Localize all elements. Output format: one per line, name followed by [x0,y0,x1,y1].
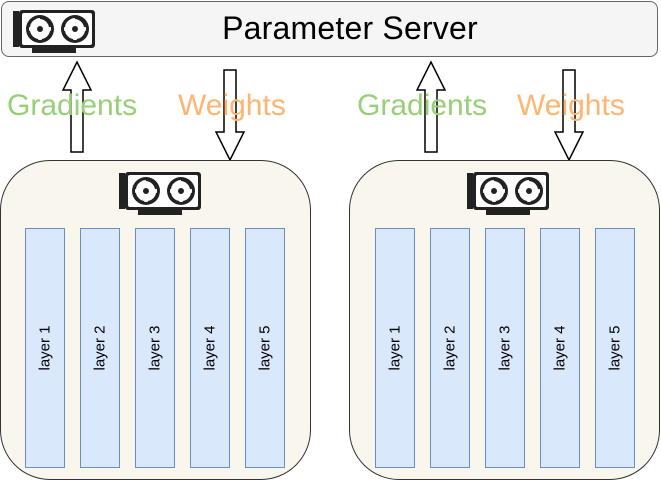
layer-block: layer 5 [595,228,635,468]
parameter-server-box [1,1,658,57]
layer-block: layer 2 [80,228,120,468]
layer-label: layer 5 [256,325,274,371]
layer-block: layer 1 [25,228,65,468]
layer-label: layer 4 [551,325,569,371]
gpu-card-icon [119,172,201,215]
layer-label: layer 2 [91,325,109,371]
layer-block: layer 1 [375,228,415,468]
weights-down-arrow [215,69,245,162]
layer-label: layer 4 [201,325,219,371]
layer-block: layer 2 [430,228,470,468]
layer-label: layer 5 [606,325,624,371]
gpu-card-icon [467,172,549,215]
gradients-up-arrow [416,60,446,153]
weights-label: Weights [517,89,625,122]
layer-block: layer 4 [190,228,230,468]
weights-down-arrow [554,69,584,162]
layer-block: layer 3 [485,228,525,468]
layer-label: layer 1 [36,325,54,371]
layer-block: layer 3 [135,228,175,468]
gradients-label: Gradients [357,89,488,122]
layer-label: layer 1 [386,325,404,371]
layer-block: layer 5 [245,228,285,468]
layer-label: layer 3 [496,325,514,371]
weights-label: Weights [178,89,286,122]
gpu-card-icon [13,10,95,53]
layer-label: layer 3 [146,325,164,371]
layer-label: layer 2 [441,325,459,371]
gradients-up-arrow [62,60,92,153]
gradients-label: Gradients [7,89,138,122]
parameter-server-title: Parameter Server [222,10,478,46]
layer-block: layer 4 [540,228,580,468]
